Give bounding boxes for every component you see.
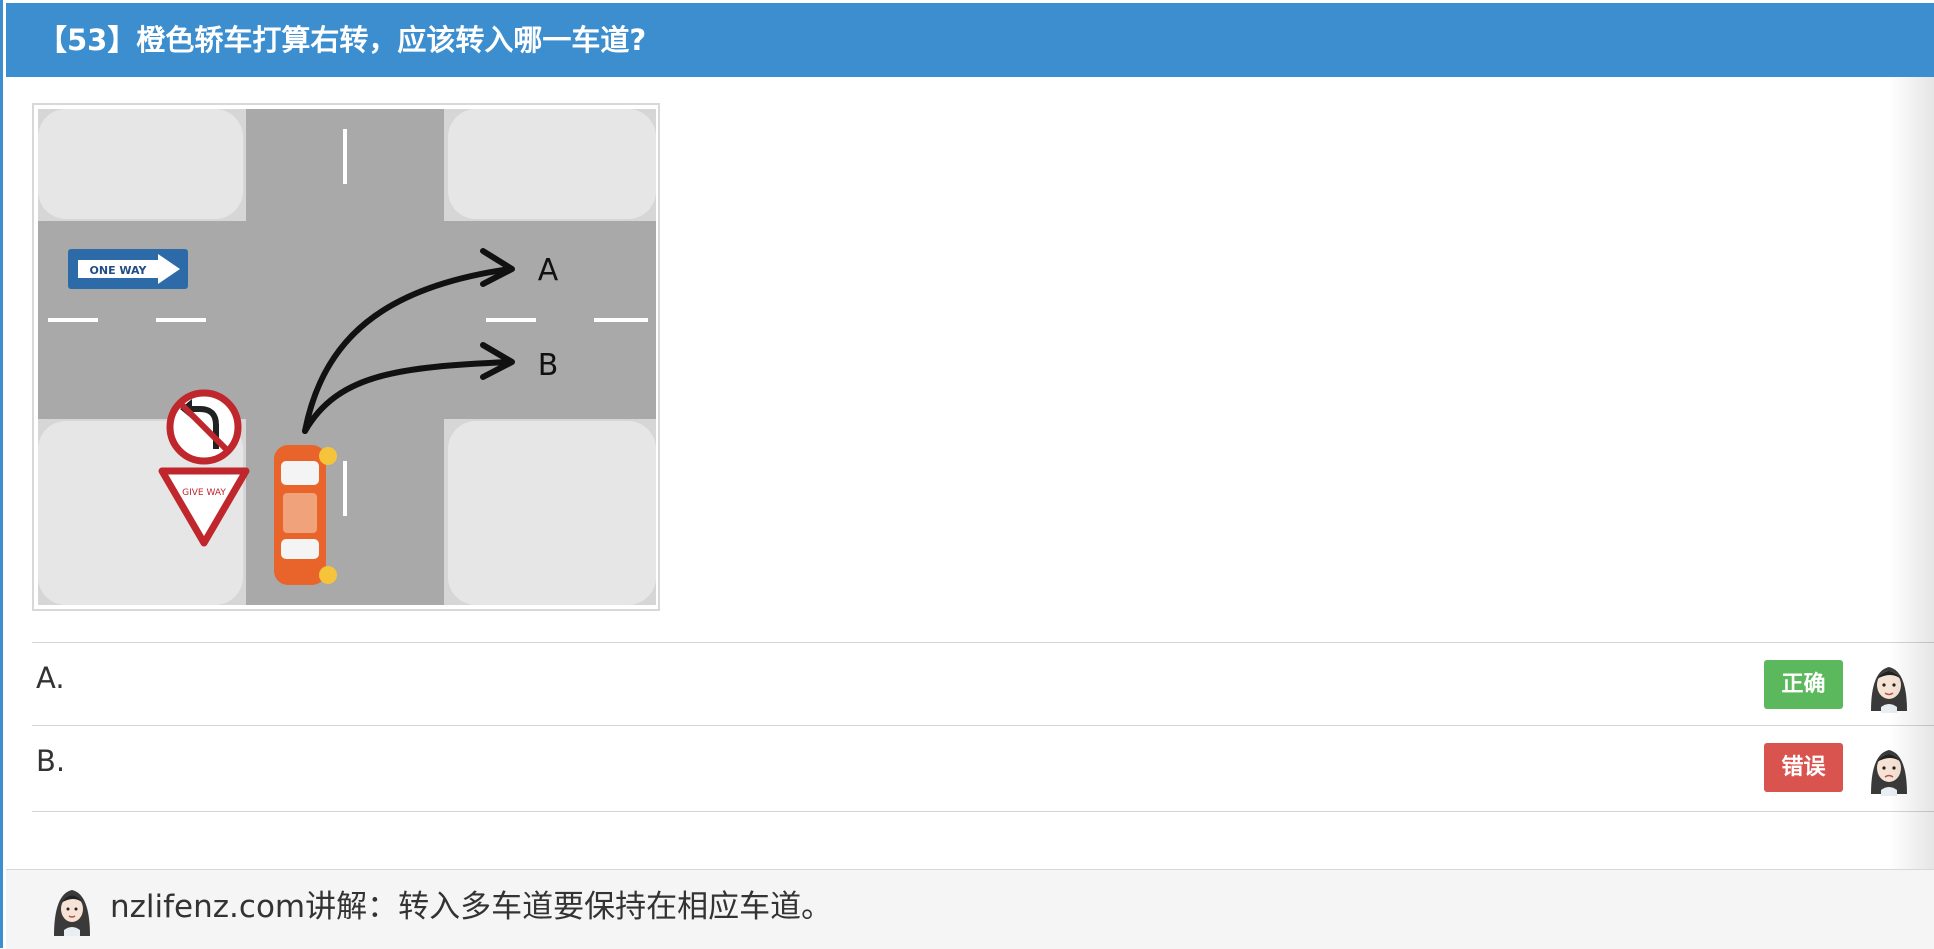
no-left-turn-sign-icon [166,389,242,465]
corner-bottom-right [448,421,656,605]
lane-mark [343,129,347,184]
divider [32,642,1934,643]
lane-mark [486,318,536,322]
option-label: A. [36,661,65,695]
give-way-sign-text: GIVE WAY [182,488,226,498]
arrow-to-lane-a [302,266,513,434]
correct-badge: 正确 [1764,660,1843,709]
avatar-icon [1871,667,1907,713]
question-title: 【53】橙色轿车打算右转，应该转入哪一车道? [6,3,1934,77]
lane-mark [48,318,98,322]
lane-mark [343,461,347,516]
lane-mark [156,318,206,322]
option-label: B. [36,744,66,778]
lane-a-label: A [538,253,559,288]
corner-top-right [448,109,656,219]
corner-bottom-left [38,421,243,605]
option-row-b[interactable]: B. 错误 [32,726,1934,808]
lane-b-label: B [538,348,559,383]
give-way-sign-icon: GIVE WAY [158,467,250,547]
question-image: ONE WAY A B GIVE WAY [32,103,660,611]
turn-arrows [302,248,515,434]
arrow-head-a [480,248,515,287]
scroll-shadow [1888,77,1934,948]
arrow-head-b [480,342,515,380]
divider [32,725,1934,726]
divider [32,811,1934,812]
avatar-icon [54,890,90,936]
explanation-bar: nzlifenz.com讲解：转入多车道要保持在相应车道。 [6,869,1934,949]
avatar-icon [1871,750,1907,796]
one-way-sign-text: ONE WAY [90,264,148,277]
intersection-diagram: ONE WAY A B GIVE WAY [38,109,656,605]
wrong-badge: 错误 [1764,743,1843,792]
explanation-text: nzlifenz.com讲解：转入多车道要保持在相应车道。 [110,889,833,925]
one-way-sign-icon: ONE WAY [68,249,188,289]
lane-mark [594,318,648,322]
option-row-a[interactable]: A. 正确 [32,643,1934,725]
car-icon [274,445,337,585]
corner-top-left [38,109,243,219]
arrow-to-lane-b [302,359,513,434]
